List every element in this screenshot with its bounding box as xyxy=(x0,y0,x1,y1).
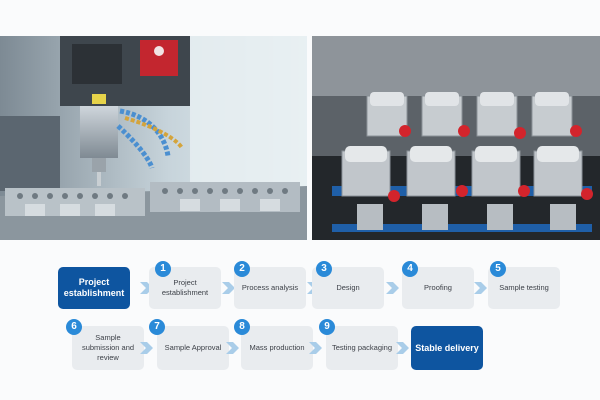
chevron-right-icon xyxy=(309,342,322,354)
step-5-label: Sample testing xyxy=(499,283,549,292)
step-2: Process analysis xyxy=(234,267,306,309)
step-7-badge: 7 xyxy=(149,319,165,335)
step-9-label: Testing packaging xyxy=(331,343,393,352)
step-1-label: Project establishment xyxy=(161,278,209,297)
step-8-label: Mass production xyxy=(249,343,305,352)
step-4-badge: 4 xyxy=(402,261,418,277)
chevron-right-icon xyxy=(140,342,153,354)
fixture-parts-photo xyxy=(312,36,600,240)
step-1-badge: 1 xyxy=(155,261,171,277)
project-establishment-start: Project establishment xyxy=(58,267,130,309)
step-7: Sample Approval xyxy=(157,326,229,370)
step-2-badge: 2 xyxy=(234,261,250,277)
step-5-badge: 5 xyxy=(490,261,506,277)
chevron-right-icon xyxy=(222,282,235,294)
step-6-badge: 6 xyxy=(66,319,82,335)
chevron-right-icon xyxy=(226,342,239,354)
step-3-badge: 3 xyxy=(316,261,332,277)
step-9: Testing packaging xyxy=(326,326,398,370)
hero-photos xyxy=(0,36,600,240)
stable-delivery-end: Stable delivery xyxy=(411,326,483,370)
step-4-label: Proofing xyxy=(424,283,452,292)
step-7-label: Sample Approval xyxy=(164,343,222,352)
step-8-badge: 8 xyxy=(234,319,250,335)
chevron-right-icon xyxy=(386,282,399,294)
step-2-label: Process analysis xyxy=(241,283,299,292)
step-6-label: Sample submission and review xyxy=(81,333,135,362)
step-3-label: Design xyxy=(336,283,360,292)
step-4: Proofing xyxy=(402,267,474,309)
start-label: Project establishment xyxy=(63,277,125,298)
step-6: Sample submission and review xyxy=(72,326,144,370)
end-label: Stable delivery xyxy=(415,342,479,353)
chevron-right-icon xyxy=(396,342,409,354)
step-8: Mass production xyxy=(241,326,313,370)
step-9-badge: 9 xyxy=(319,319,335,335)
process-flow: Project establishment Project establishm… xyxy=(0,240,600,400)
chevron-right-icon xyxy=(474,282,487,294)
cnc-machine-photo xyxy=(0,36,307,240)
